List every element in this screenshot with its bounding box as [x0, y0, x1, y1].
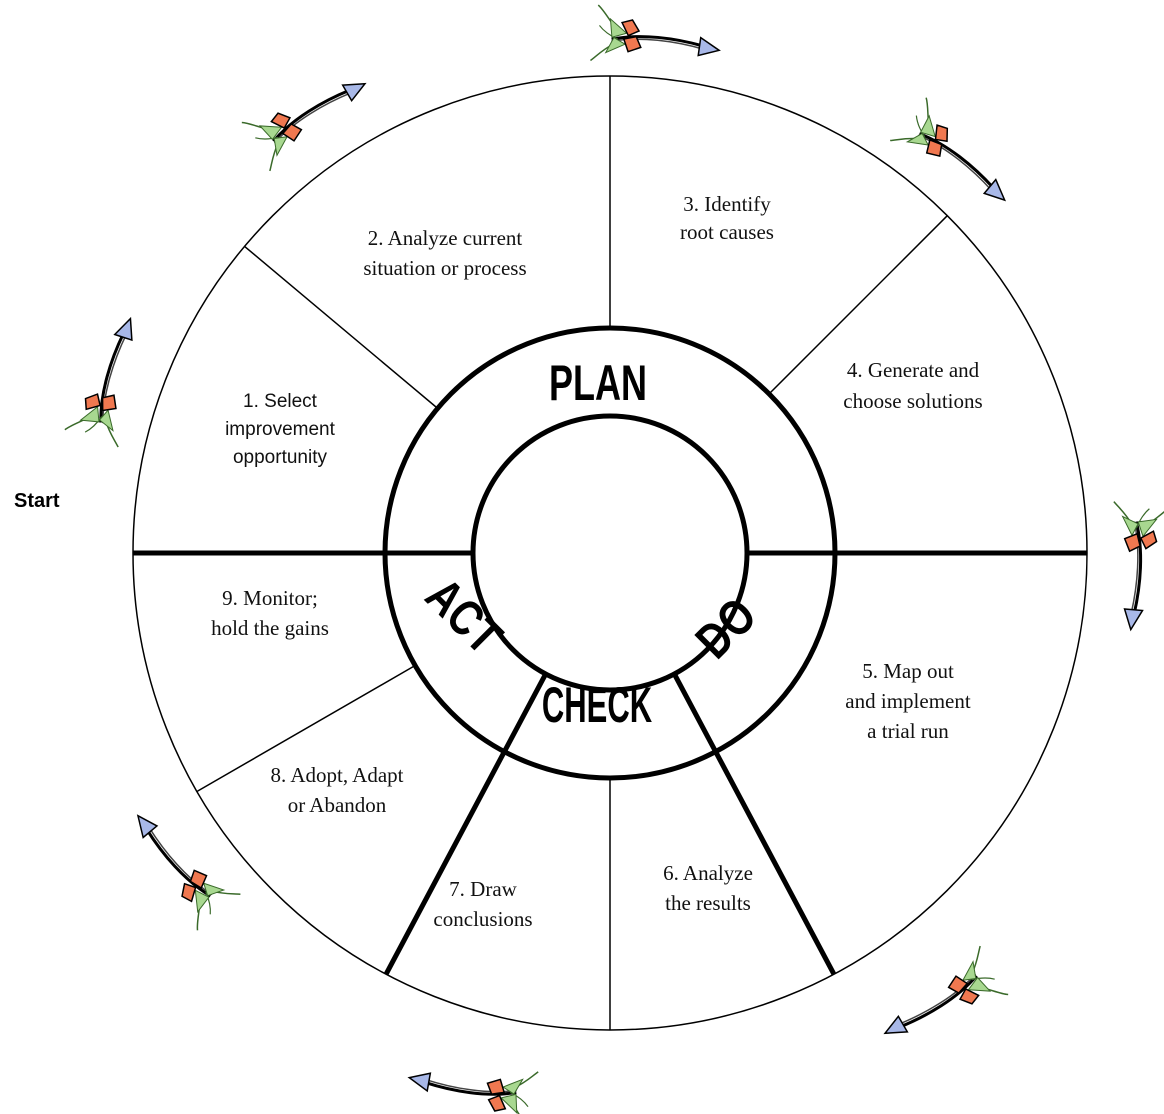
arrow-icon	[588, 3, 725, 80]
step-label-line: 6. Analyze	[663, 861, 753, 885]
arrow-icon	[869, 944, 1010, 1060]
divider-step3-step4	[768, 215, 948, 395]
step-label-line: 3. Identify	[683, 192, 771, 216]
step-label-line: hold the gains	[211, 616, 329, 640]
step-label-7: 7. Draw conclusions	[433, 877, 532, 931]
step-label-line: situation or process	[363, 256, 526, 280]
phase-divider-check-act	[383, 672, 548, 976]
step-label-line: a trial run	[867, 719, 949, 743]
step-label-line: improvement	[225, 419, 336, 440]
phase-divider-do-check	[672, 672, 837, 976]
phase-label-plan: PLAN	[549, 356, 647, 411]
start-label: Start	[14, 490, 60, 512]
step-label-3: 3. Identify root causes	[680, 192, 774, 244]
step-label-line: and implement	[845, 689, 971, 713]
step-label-line: 1. Select	[243, 391, 318, 412]
cycle-wheel	[132, 75, 1088, 1031]
arrow-icon	[63, 308, 159, 449]
phase-label-check: CHECK	[542, 676, 652, 732]
step-label-line: root causes	[680, 220, 774, 244]
step-label-line: conclusions	[433, 907, 532, 931]
step-label-1: 1. Select improvement opportunity	[225, 391, 336, 468]
step-label-5: 5. Map out and implement a trial run	[845, 659, 971, 743]
step-label-line: choose solutions	[843, 389, 982, 413]
step-label-line: 2. Analyze current	[368, 226, 523, 250]
step-label-9: 9. Monitor; hold the gains	[211, 586, 329, 640]
step-label-line: 9. Monitor;	[222, 586, 318, 610]
arrow-icon	[888, 96, 1025, 224]
divider-step1-step2	[244, 245, 439, 409]
divider-step8-step9	[196, 664, 416, 793]
arrow-icon	[402, 1048, 540, 1114]
step-label-line: or Abandon	[288, 793, 387, 817]
step-labels: 1. Select improvement opportunity 2. Analyz…	[211, 192, 983, 931]
step-label-line: 5. Map out	[862, 659, 954, 683]
step-label-line: opportunity	[233, 447, 328, 468]
step-label-line: 4. Generate and	[847, 358, 980, 382]
step-label-8: 8. Adopt, Adapt or Abandon	[270, 763, 403, 817]
step-label-line: 8. Adopt, Adapt	[270, 763, 403, 787]
step-label-line: 7. Draw	[449, 877, 517, 901]
step-label-6: 6. Analyze the results	[663, 861, 753, 915]
step-label-2: 2. Analyze current situation or process	[363, 226, 526, 280]
step-label-line: the results	[665, 891, 751, 915]
arrow-icon	[1101, 500, 1164, 634]
arrow-icon	[115, 796, 242, 932]
arrow-icon	[240, 57, 381, 173]
step-label-4: 4. Generate and choose solutions	[843, 358, 982, 413]
